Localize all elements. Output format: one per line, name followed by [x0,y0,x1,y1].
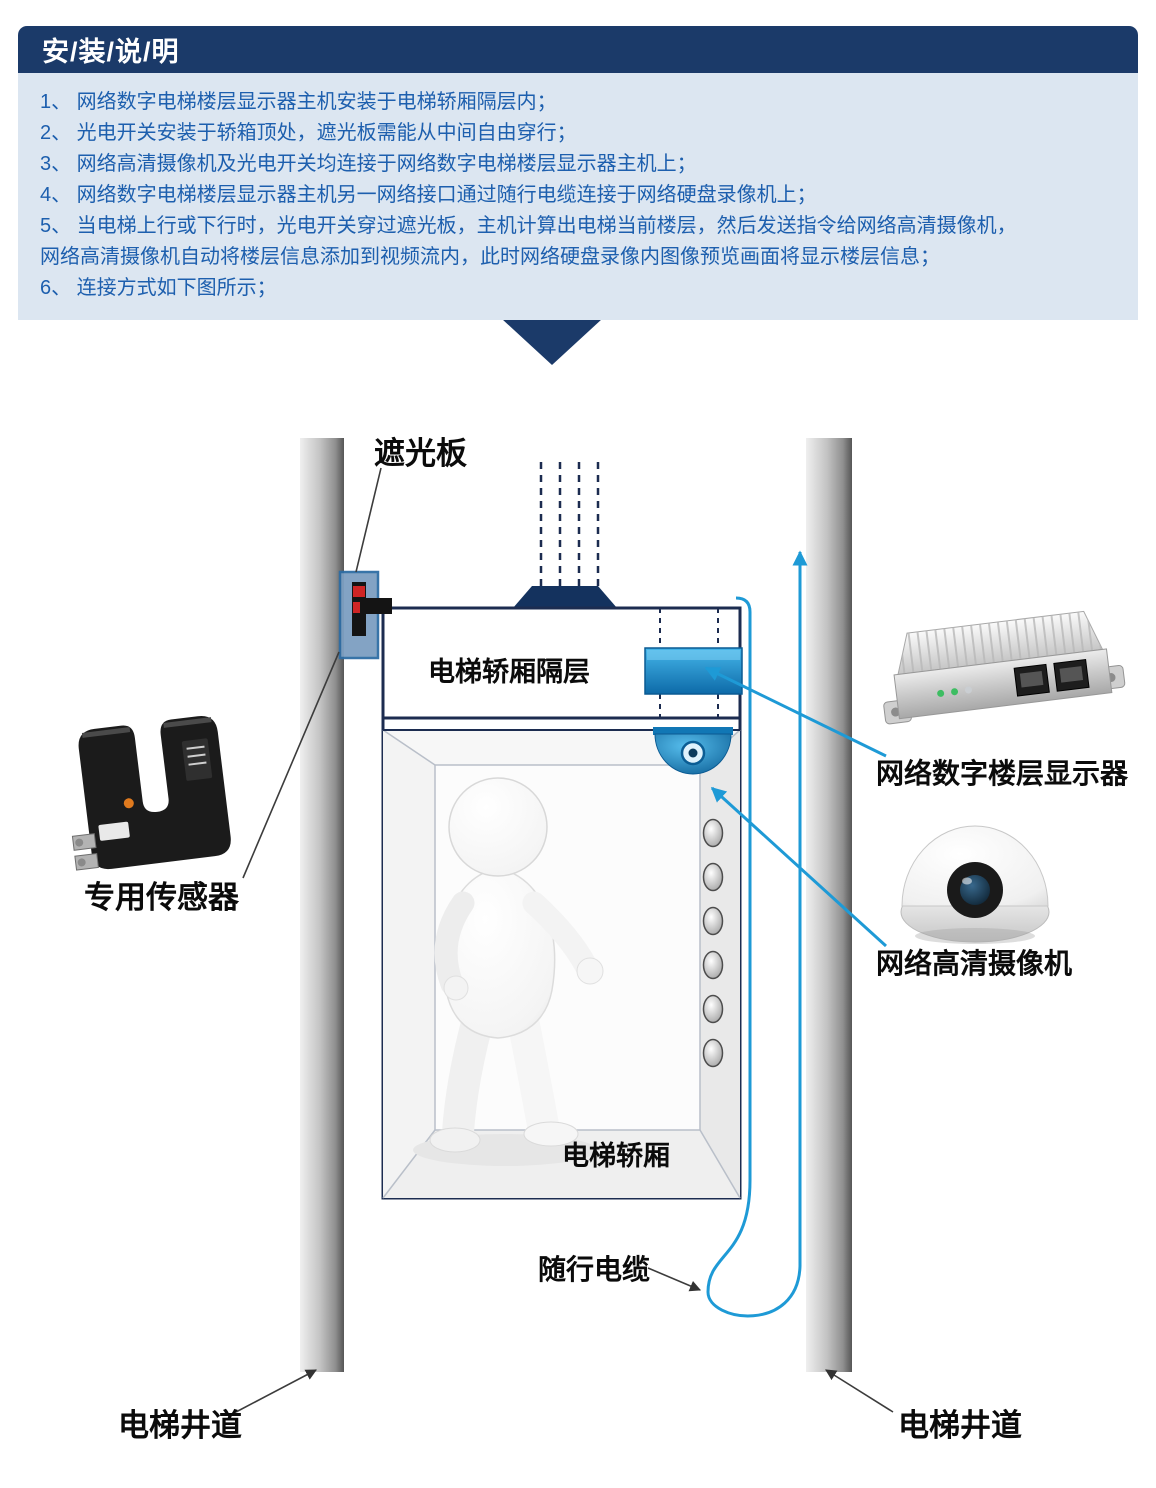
instructions-panel: 安/装/说/明 1、 网络数字电梯楼层显示器主机安装于电梯轿厢隔层内； 2、 光… [18,26,1138,320]
label-elevator-car: 电梯轿厢 [562,1141,670,1171]
car-dome-camera [653,727,733,775]
elevator-buttons [702,818,724,1068]
instruction-line: 4、 网络数字电梯楼层显示器主机另一网络接口通过随行电缆连接于网络硬盘录像机上； [40,184,817,206]
label-dedicated-sensor: 专用传感器 [84,880,239,915]
label-hd-camera: 网络高清摄像机 [876,948,1073,979]
label-shade-plate: 遮光板 [374,436,467,471]
pointer-lines [235,467,894,1413]
label-car-partition: 电梯轿厢隔层 [428,657,590,687]
page-title: 安/装/说/明 [42,37,180,67]
hoist-cables [539,462,600,588]
shaft-wall-left [300,438,344,1372]
person-figure [413,777,604,1166]
instruction-line: 5、 当电梯上行或下行时，光电开关穿过遮光板，主机计算出电梯当前楼层，然后发送指… [40,215,1017,237]
display-cable-drops [659,608,719,718]
callout-arrow-down-icon [502,319,602,365]
dome-camera-image [900,825,1050,944]
floor-display-device-image [883,610,1126,725]
u-slot-sensor-image [71,715,231,871]
label-shaft-left: 电梯井道 [118,1408,242,1443]
label-shaft-right: 电梯井道 [898,1408,1022,1443]
floor-display-unit-in-car [644,647,743,695]
cable-hanger [513,586,617,608]
instruction-line: 6、 连接方式如下图所示； [40,277,277,299]
instructions-body: 1、 网络数字电梯楼层显示器主机安装于电梯轿厢隔层内； 2、 光电开关安装于轿箱… [18,73,1138,320]
instruction-line: 2、 光电开关安装于轿箱顶处，遮光板需能从中间自由穿行； [40,122,577,144]
label-traveling-cable: 随行电缆 [538,1254,651,1285]
photoelectric-switch-on-wall [338,570,392,660]
traveling-cable-line [706,550,808,1318]
instruction-line: 网络高清摄像机自动将楼层信息添加到视频流内，此时网络硬盘录像内图像预览画面将显示… [40,246,940,268]
elevator-car-outline [381,606,742,1200]
shaft-wall-right [806,438,852,1372]
instruction-line: 1、 网络数字电梯楼层显示器主机安装于电梯轿厢隔层内； [40,91,557,113]
instruction-line: 3、 网络高清摄像机及光电开关均连接于网络数字电梯楼层显示器主机上； [40,153,697,175]
label-floor-display: 网络数字楼层显示器 [876,758,1129,789]
header-bar: 安/装/说/明 [18,26,1138,73]
